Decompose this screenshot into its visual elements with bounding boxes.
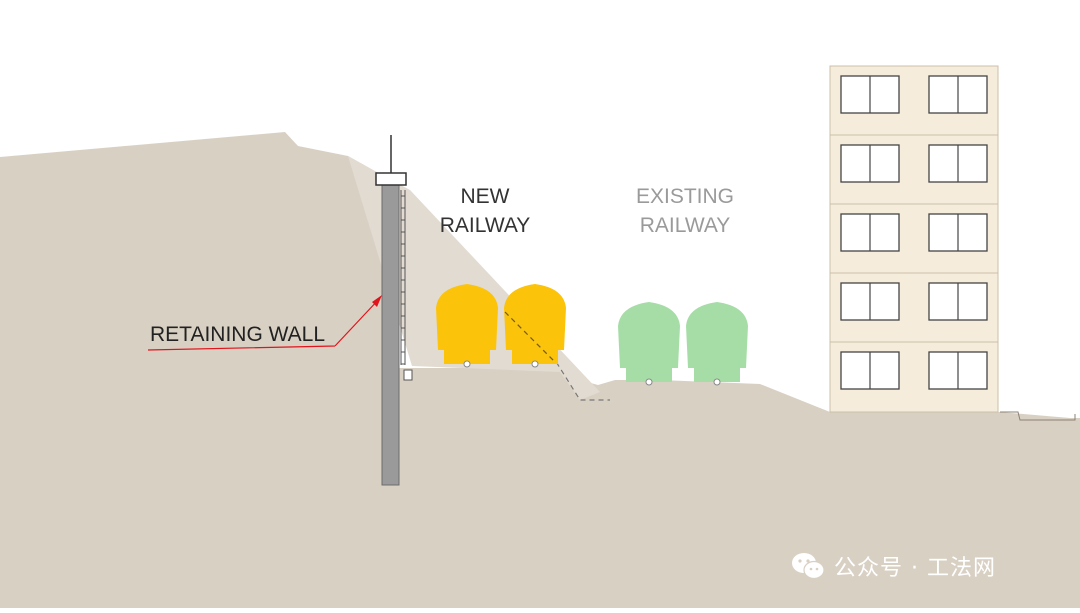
new-train-2 — [504, 284, 566, 368]
building-window — [928, 144, 988, 183]
ground-step-detail — [1000, 411, 1076, 421]
building-window — [928, 282, 988, 321]
excavation-dashed-overlay — [504, 311, 556, 363]
wall-ladder — [400, 190, 406, 365]
retaining-wall-pile — [375, 135, 413, 486]
building-window — [840, 213, 900, 252]
watermark-text: 公众号 · 工法网 — [834, 556, 996, 581]
watermark: 公众号 · 工法网 — [790, 548, 996, 584]
existing-railway-label: EXISTING RAILWAY — [610, 182, 760, 240]
building — [829, 65, 999, 413]
building-window — [840, 282, 900, 321]
building-window — [840, 351, 900, 390]
building-window — [840, 75, 900, 114]
new-railway-line-2: RAILWAY — [439, 214, 531, 237]
existing-railway-line-2: RAILWAY — [639, 214, 731, 237]
building-window — [928, 351, 988, 390]
existing-train-1 — [618, 302, 680, 386]
building-window — [928, 75, 988, 114]
new-railway-label: NEW RAILWAY — [425, 182, 545, 240]
retaining-wall-leader-line — [147, 297, 381, 351]
building-window — [840, 144, 900, 183]
existing-train-2 — [686, 302, 748, 386]
building-window — [928, 213, 988, 252]
wechat-icon — [792, 553, 825, 580]
new-railway-line-1: NEW — [460, 185, 510, 208]
existing-railway-line-1: EXISTING — [635, 185, 735, 208]
new-train-1 — [436, 284, 498, 368]
trains — [436, 284, 748, 386]
original-ground-dashed-line — [504, 311, 610, 401]
leader-arrow-icon — [372, 295, 382, 307]
retaining-wall-label: RETAINING WALL — [150, 323, 326, 346]
